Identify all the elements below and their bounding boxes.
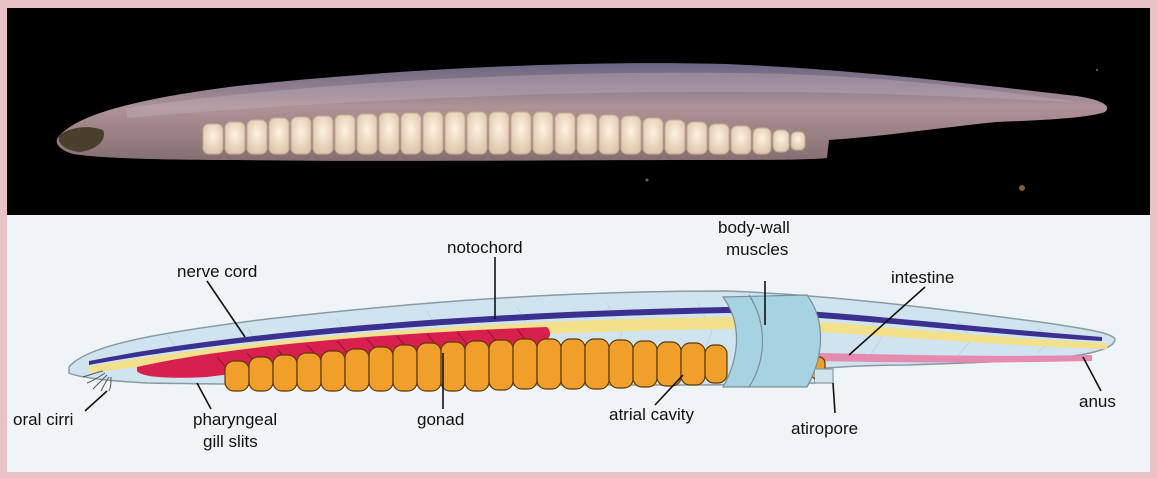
body-wall-muscle-block [723, 295, 821, 387]
label-oral-cirri: oral cirri [13, 410, 73, 429]
label-notochord: notochord [447, 238, 523, 257]
oral-cirri-leader [85, 391, 107, 411]
label-body-wall: body-wall [718, 218, 790, 237]
atiropore-leader [833, 383, 835, 413]
label-nerve-cord: nerve cord [177, 262, 257, 281]
lancelet-photo-image [7, 8, 1150, 215]
anatomy-diagram: nerve cord notochord body-wall muscles i… [7, 215, 1150, 472]
label-anus: anus [1079, 392, 1116, 411]
label-pharyngeal: pharyngeal [193, 410, 277, 429]
label-gill-slits: gill slits [203, 432, 258, 451]
label-muscles: muscles [726, 240, 788, 259]
anatomy-diagram-svg: nerve cord notochord body-wall muscles i… [7, 215, 1150, 472]
label-atrial-cavity: atrial cavity [609, 405, 695, 424]
label-intestine: intestine [891, 268, 954, 287]
label-gonad: gonad [417, 410, 464, 429]
anus-leader [1083, 357, 1101, 391]
label-atiropore: atiropore [791, 419, 858, 438]
lancelet-photo [7, 8, 1150, 215]
pharyngeal-leader [197, 383, 211, 409]
